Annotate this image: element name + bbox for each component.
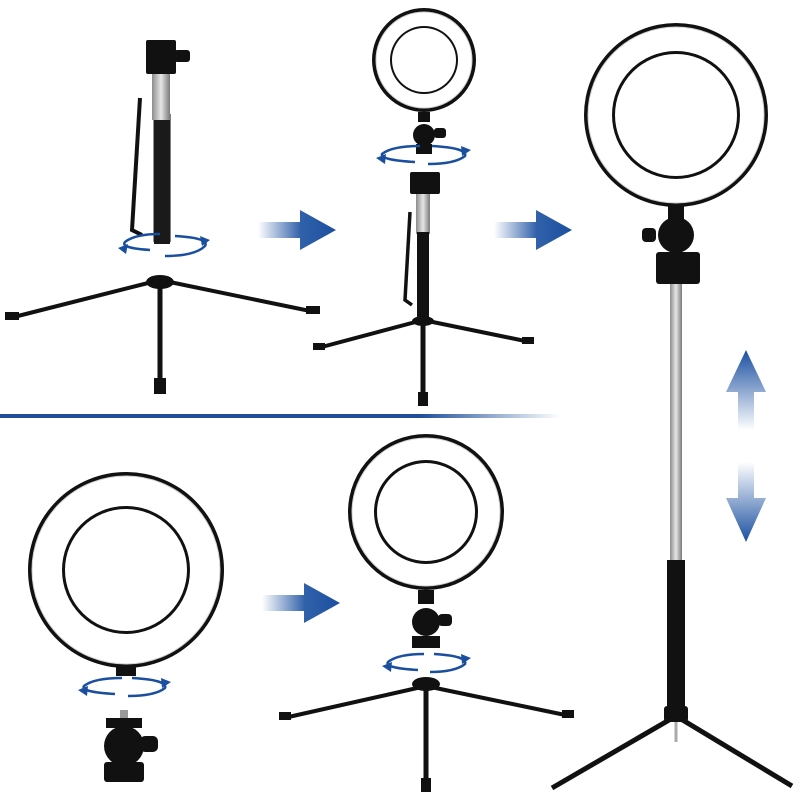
flow-arrow-icon (494, 210, 572, 250)
selfie-stick-on-tripod (5, 40, 320, 394)
rotate-arrows-icon (78, 676, 171, 698)
rotate-arrows-icon (382, 652, 471, 674)
ring-light-on-short-tripod (279, 434, 574, 792)
ring-light-full-extended (550, 23, 794, 791)
flow-arrow-icon (262, 583, 340, 623)
rotate-arrows-icon (376, 144, 471, 166)
ring-light-on-stick-tripod (313, 8, 534, 406)
rotate-arrows-icon (118, 232, 210, 258)
extend-arrows-icon (726, 350, 766, 542)
section-divider (0, 414, 560, 418)
ring-light-with-ballhead (28, 472, 224, 782)
flow-arrow-icon (258, 210, 336, 250)
